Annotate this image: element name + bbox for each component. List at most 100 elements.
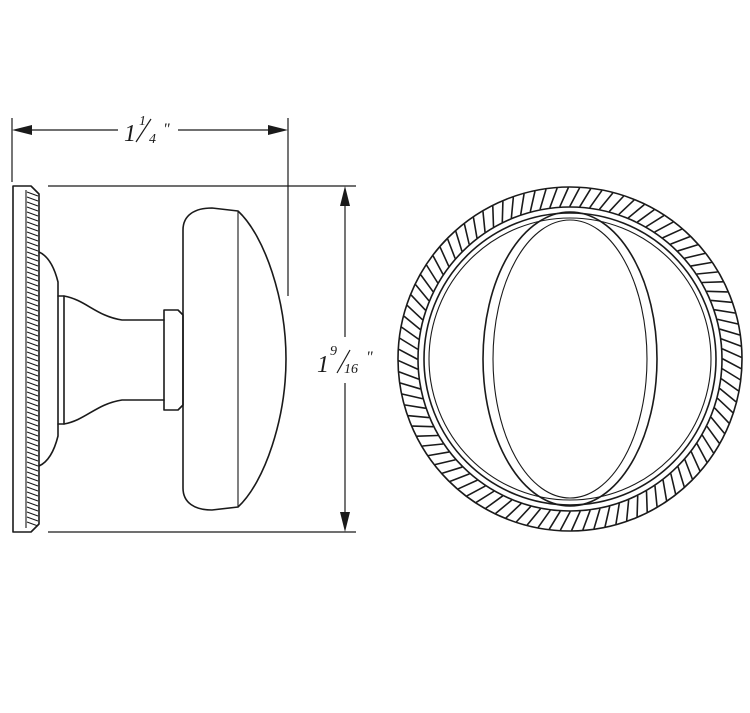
rope-twist xyxy=(559,187,570,208)
rope-twist xyxy=(26,461,39,467)
rope-twist xyxy=(26,261,39,267)
rope-twist xyxy=(26,236,39,242)
rope-twist xyxy=(721,368,741,381)
rope-twist xyxy=(439,246,450,267)
rope-twist xyxy=(26,291,39,297)
rope-twist xyxy=(684,459,694,480)
rope-twist xyxy=(26,206,39,212)
rope-twist xyxy=(720,378,739,392)
knob-oval-inner xyxy=(492,219,648,499)
rosette-inner-circle xyxy=(423,212,717,506)
rope-twist xyxy=(26,321,39,327)
rope-twist xyxy=(26,396,39,402)
rope-twist xyxy=(26,421,39,427)
rope-twist xyxy=(26,466,39,472)
rope-twist xyxy=(26,401,39,407)
rope-twist xyxy=(670,236,691,245)
rope-twist xyxy=(403,315,421,331)
rope-twist xyxy=(26,341,39,347)
rope-twist xyxy=(26,366,39,372)
rope-twist xyxy=(482,211,486,233)
rope-twist xyxy=(457,479,478,490)
rope-twist xyxy=(401,326,420,340)
rope-twist xyxy=(432,255,444,275)
rope-twist xyxy=(446,238,456,259)
rope-twist xyxy=(26,216,39,222)
rope-twist xyxy=(401,393,424,400)
rope-twist xyxy=(559,511,571,531)
rope-twist xyxy=(26,276,39,282)
rope-twist xyxy=(398,348,418,360)
height-arrow-top xyxy=(340,186,350,206)
rope-twist xyxy=(26,256,39,262)
rope-twist xyxy=(26,371,39,377)
rosette-rope-inner-circle xyxy=(417,206,723,512)
neck-ring xyxy=(163,309,184,411)
rope-twist xyxy=(463,223,470,245)
rope-twist xyxy=(714,308,736,314)
rope-twist xyxy=(26,481,39,487)
rope-twist xyxy=(710,416,725,434)
rope-twist xyxy=(714,407,730,424)
rope-twist xyxy=(690,451,701,472)
knob-body xyxy=(182,207,287,511)
rope-twist xyxy=(636,495,639,518)
rope-twist xyxy=(570,510,581,531)
rope-twist xyxy=(26,286,39,292)
rope-twist xyxy=(26,221,39,227)
width-numerator: 1 xyxy=(139,114,146,129)
rope-twist xyxy=(26,331,39,337)
rope-twist xyxy=(662,228,683,239)
width-arrow-right xyxy=(268,125,288,135)
rope-twist xyxy=(645,215,665,228)
rope-twist xyxy=(26,311,39,317)
rope-twist xyxy=(425,264,439,284)
rope-twist xyxy=(662,479,668,502)
rope-twist xyxy=(582,509,591,531)
rope-twist xyxy=(26,376,39,382)
rosette-outer-circle xyxy=(397,186,743,532)
rope-twist xyxy=(427,451,450,457)
rope-twist xyxy=(399,382,421,390)
collar xyxy=(57,295,65,425)
height-dimension: 1 9 16 " xyxy=(48,185,373,533)
rope-twist xyxy=(677,466,685,488)
side-view xyxy=(12,185,287,533)
rope-twist xyxy=(26,406,39,412)
rope-twist xyxy=(690,261,713,267)
rope-twist xyxy=(519,193,525,215)
rope-twist xyxy=(420,274,434,293)
rope-twist xyxy=(449,473,470,483)
knob-outline-circle xyxy=(428,217,712,501)
height-inch-mark: " xyxy=(366,349,373,366)
rosette-rope-edge xyxy=(26,191,39,527)
rope-twist xyxy=(26,231,39,237)
rope-twist xyxy=(654,221,674,233)
rope-twist xyxy=(26,436,39,442)
rope-twist xyxy=(510,196,515,219)
rope-twist xyxy=(645,490,649,513)
rope-twist xyxy=(26,246,39,252)
rope-twist xyxy=(26,486,39,492)
rope-twist xyxy=(710,299,733,304)
rope-twist xyxy=(598,192,614,210)
rope-twist xyxy=(26,296,39,302)
rope-twist xyxy=(608,195,625,212)
rope-twist xyxy=(636,209,655,223)
rope-twist xyxy=(26,301,39,307)
height-numerator: 9 xyxy=(330,344,337,359)
rope-twist xyxy=(26,391,39,397)
rope-twist xyxy=(721,348,742,359)
rope-twist xyxy=(26,361,39,367)
rope-twist xyxy=(677,244,699,252)
rope-twist xyxy=(26,326,39,332)
rope-twist xyxy=(716,397,734,414)
rope-twist xyxy=(26,506,39,512)
rope-twist xyxy=(466,485,486,497)
rope-twist xyxy=(515,505,532,523)
rope-twist xyxy=(618,199,635,215)
rope-twist xyxy=(579,188,592,208)
rope-twist xyxy=(407,414,430,419)
rope-twist xyxy=(26,411,39,417)
